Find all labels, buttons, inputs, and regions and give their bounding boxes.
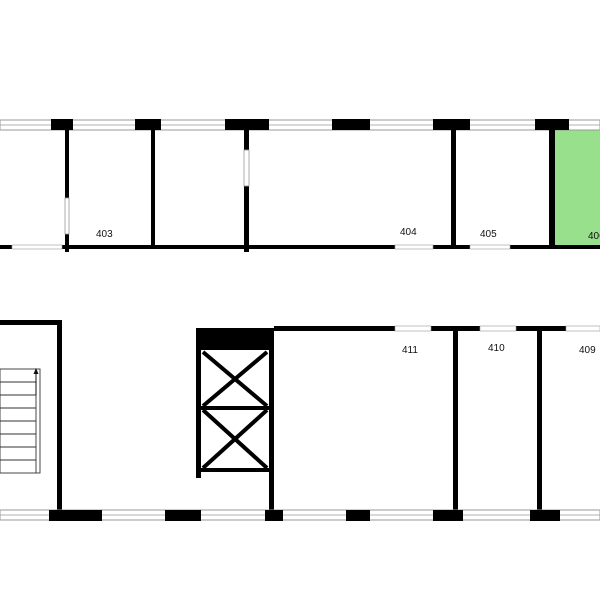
- pier: [433, 510, 463, 521]
- staircase: [0, 368, 41, 474]
- pier: [346, 510, 370, 521]
- pier: [535, 119, 569, 130]
- room-labels: 403 404 405 406 409 410 411: [96, 227, 600, 356]
- partition-wall: [151, 130, 155, 248]
- top-wing: [0, 119, 600, 252]
- door-gap: [565, 325, 600, 332]
- room-label-406[interactable]: 406: [588, 231, 600, 242]
- room-label-403[interactable]: 403: [96, 229, 113, 240]
- pier: [530, 510, 560, 521]
- pier: [433, 119, 470, 130]
- stair-wall-top: [0, 320, 62, 325]
- stair-wall-right: [57, 320, 62, 510]
- room-label-405[interactable]: 405: [480, 229, 497, 240]
- partition-wall: [65, 130, 69, 252]
- corridor-wall: [0, 245, 600, 249]
- door-gap: [11, 244, 63, 250]
- bottom-wing: [0, 320, 600, 521]
- window-slot: [243, 149, 250, 187]
- pier: [225, 119, 269, 130]
- window-slot: [64, 197, 70, 235]
- door-gap: [479, 325, 517, 332]
- cross-brace-icon: [201, 350, 269, 472]
- room-label-404[interactable]: 404: [400, 227, 417, 238]
- partition-wall: [244, 130, 249, 252]
- shaft-left-wall: [196, 328, 201, 478]
- room-label-409[interactable]: 409: [579, 345, 596, 356]
- corridor-wall-bottom: [274, 326, 600, 331]
- shaft-top-block: [196, 328, 274, 350]
- shaft-right-wall: [269, 328, 274, 516]
- partition-wall: [451, 130, 456, 248]
- room-label-410[interactable]: 410: [488, 343, 505, 354]
- stair-landing: [0, 368, 41, 474]
- partition-wall: [537, 330, 542, 516]
- pier: [165, 510, 201, 521]
- pier: [332, 119, 370, 130]
- door-gap: [394, 244, 434, 250]
- pier: [135, 119, 161, 130]
- pier: [49, 510, 102, 521]
- arrow-up-icon: [33, 368, 39, 395]
- room-label-411[interactable]: 411: [402, 345, 418, 356]
- pier: [51, 119, 73, 130]
- partition-wall: [453, 330, 458, 516]
- room-406-highlight[interactable]: [555, 130, 600, 247]
- door-gap: [469, 244, 511, 250]
- partition-wall: [549, 130, 555, 248]
- pier: [265, 510, 283, 521]
- door-gap: [394, 325, 432, 332]
